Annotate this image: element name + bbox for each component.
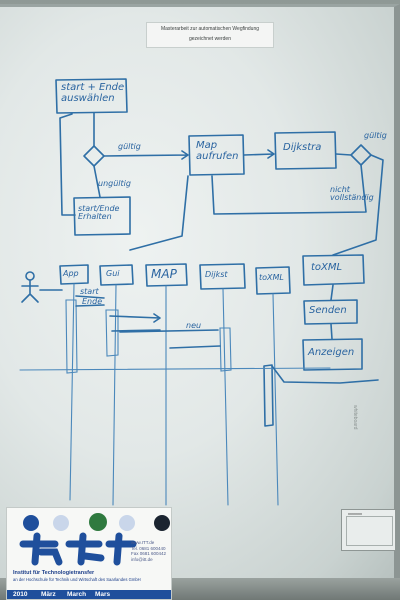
whiteboard (0, 4, 400, 582)
edge-valid-text: gültig (118, 142, 141, 151)
send-box (303, 299, 358, 325)
msg-app-gui-1 (75, 295, 105, 299)
arrow-decision-toxml (332, 154, 384, 256)
arrow-dijkstra-decision (335, 153, 352, 156)
itt-logo-icon (19, 513, 170, 566)
decision-diamond (83, 145, 105, 167)
edge-invalid-text: ungültig (98, 179, 131, 188)
arrow-decision-map-back (211, 164, 367, 215)
send-box-text: Senden (309, 305, 347, 316)
msg-gui-map (109, 313, 161, 323)
edge-dijkstra-invalid-text: nicht vollständig (330, 185, 374, 203)
calendar-month-de: März (41, 591, 56, 598)
arrow-invalid-map (129, 175, 189, 251)
activation-bar (263, 364, 274, 427)
edge-dijkstra-valid-text: gültig (364, 131, 387, 140)
calendar-year: 2010 (13, 591, 28, 598)
lifeline-label-gui: Gui (106, 269, 120, 278)
invalid-box (73, 196, 131, 236)
msg-gui-dijkst (119, 329, 219, 333)
arrow-map-dijkstra (243, 149, 275, 159)
label-line-2: gezeichnet werden (189, 36, 231, 42)
actor-stick-figure-icon (21, 271, 39, 303)
lifeline-gui (112, 284, 117, 506)
map-box-text: Map aufrufen (196, 140, 239, 162)
lifeline-label-map: MAP (151, 267, 177, 281)
arrow-decision-invalid (93, 165, 101, 198)
activation-app (65, 299, 78, 374)
flyer-institute: Institut für Technologietransfer (13, 570, 95, 576)
display-box (302, 338, 363, 371)
dijkstra-box (274, 131, 337, 170)
message-label-start: start (80, 287, 99, 296)
flyer-calendar-bar: 2010 März March Mars (7, 590, 171, 599)
sticker-text: xxxxxxx (348, 511, 362, 516)
lifeline-label-app: App (63, 269, 79, 278)
lifeline-dijkst (222, 288, 229, 506)
display-box-text: Anzeigen (308, 347, 355, 358)
msg-dijkst-map (169, 345, 221, 349)
activation-gui (105, 309, 119, 357)
flyer-contact: www.ITT.de Tel. 0681 600440 Fax 0681 600… (131, 540, 167, 562)
board-sticker: xxxxxxx (341, 509, 396, 551)
lifeline-app (69, 283, 75, 501)
msg-toxml-display (271, 365, 379, 384)
map-box (188, 134, 245, 176)
lifeline-label-dijkst: Dijkst (205, 270, 228, 279)
calendar-month-en: March (67, 591, 87, 598)
start-box (55, 78, 128, 114)
arrow-decision-map (103, 150, 189, 160)
lifeline-box-map (145, 263, 188, 287)
lifeline-box-app (59, 264, 89, 285)
msg-app-gui-2 (75, 304, 105, 307)
arrow-send-display (330, 323, 333, 340)
dijkstra-box-text: Dijkstra (283, 142, 322, 153)
label-line-1: Masterarbeit zur automatischen Wegfindun… (160, 26, 259, 32)
lifeline-label-toxml: toXML (259, 273, 284, 282)
invalid-box-text: start/Ende Erhalten (78, 204, 120, 222)
message-label-new: neu (186, 321, 202, 330)
decision-diamond-2 (350, 144, 372, 166)
toxml-box-text: toXML (311, 262, 343, 273)
flyer-subtitle: an der Hochschule für Technik und Wirtsc… (13, 577, 141, 582)
msg-map-gui (111, 329, 161, 332)
activation-dijkst (219, 327, 232, 372)
msg-long (19, 367, 331, 371)
lifeline-box-toxml (255, 266, 291, 295)
start-box-text: start + Ende auswählen (61, 82, 125, 104)
whiteboard-label-card: Masterarbeit zur automatischen Wegfindun… (146, 22, 274, 48)
calendar-month-fr: Mars (95, 591, 111, 598)
lifeline-toxml (272, 293, 279, 506)
lifeline-box-dijkst (199, 263, 246, 290)
message-label-end: Ende (82, 297, 103, 306)
calendar-flyer: www.ITT.de Tel. 0681 600440 Fax 0681 600… (6, 507, 172, 600)
side-text: whiteboard (352, 405, 358, 430)
arrow-invalid-loop (59, 113, 76, 216)
arrow-toxml-send (330, 284, 334, 301)
lifeline-box-gui (99, 264, 134, 286)
toxml-box (302, 254, 365, 286)
